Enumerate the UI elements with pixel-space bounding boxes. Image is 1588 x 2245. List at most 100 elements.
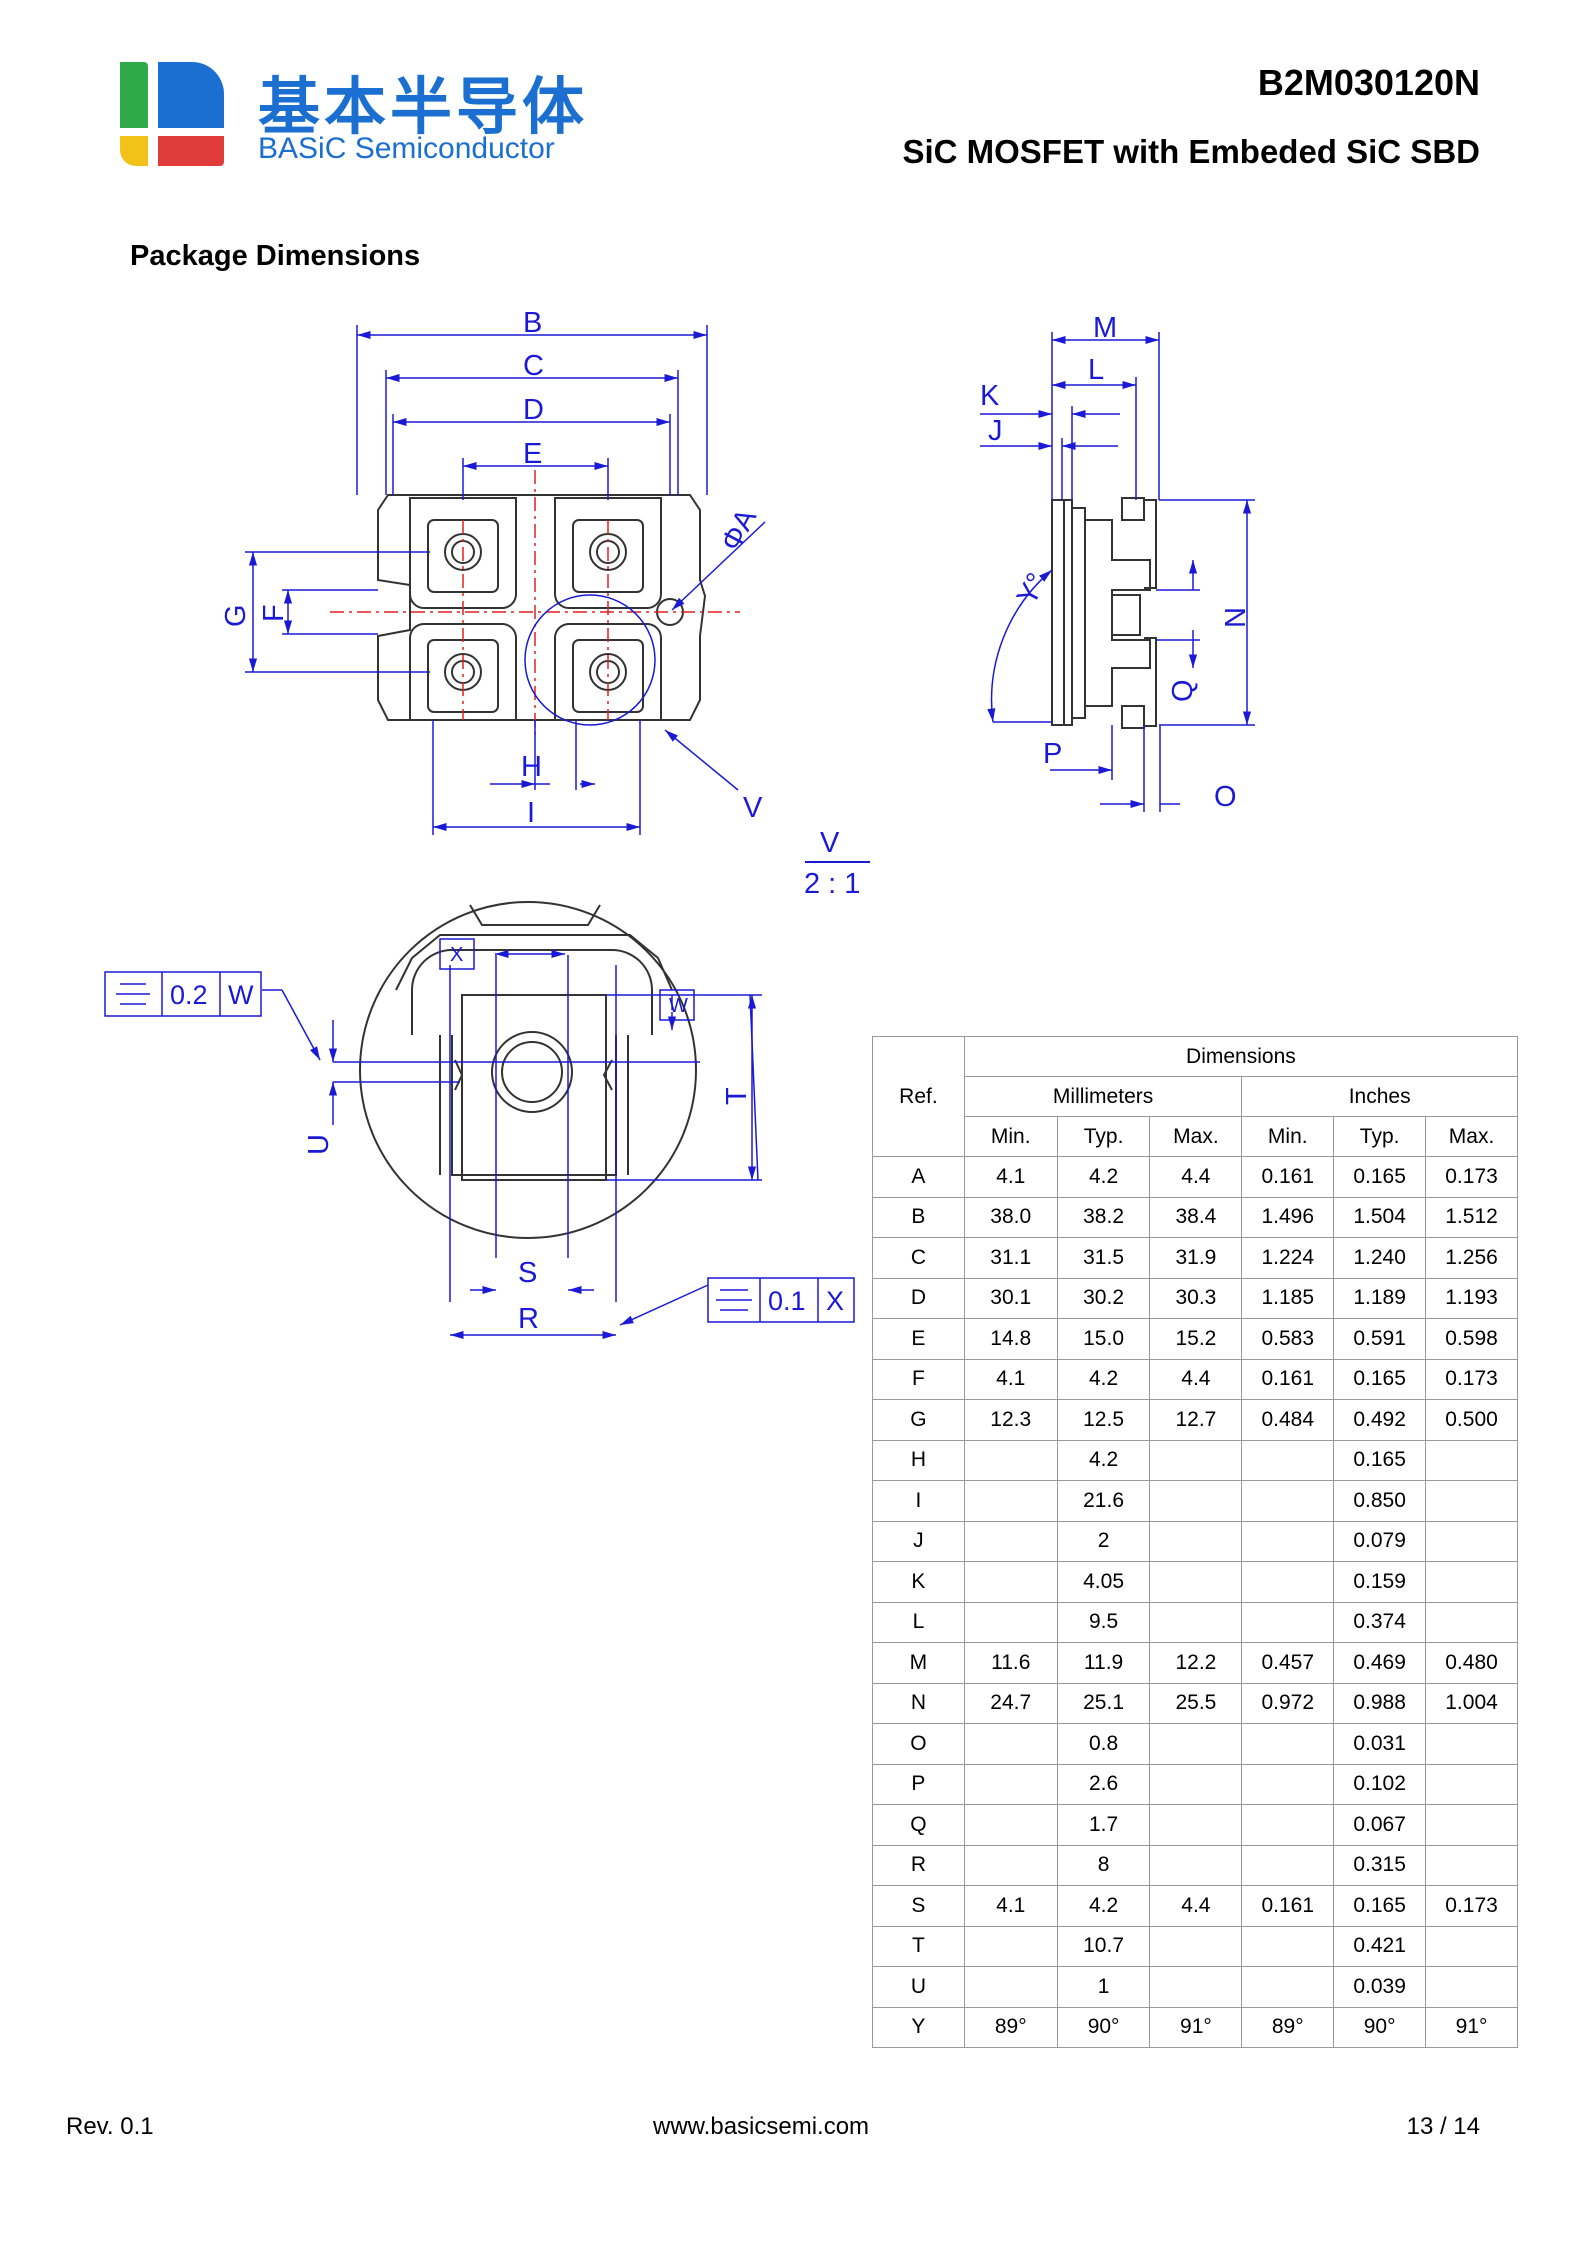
top-view [377, 494, 707, 721]
value-cell: 1.7 [1056, 1804, 1151, 1846]
value-cell: 0.469 [1333, 1642, 1427, 1684]
company-logo-mark [120, 62, 224, 166]
value-cell [1149, 1925, 1243, 1967]
value-cell: 12.3 [963, 1399, 1058, 1441]
ref-cell: D [872, 1277, 965, 1319]
value-cell: 1.496 [1241, 1196, 1335, 1238]
value-cell: 0.500 [1425, 1399, 1518, 1441]
sub-header-cell: Max. [1149, 1116, 1243, 1157]
value-cell: 31.1 [963, 1237, 1058, 1279]
value-cell: 30.2 [1056, 1277, 1151, 1319]
datum-w-mark: W [669, 995, 688, 1017]
value-cell [963, 1966, 1058, 2008]
value-cell [1149, 1723, 1243, 1765]
value-cell: 1.004 [1425, 1682, 1518, 1724]
value-cell: 31.9 [1149, 1237, 1243, 1279]
value-cell [1149, 1844, 1243, 1886]
sub-header-cell: Max. [1425, 1116, 1518, 1157]
value-cell: 0.850 [1333, 1480, 1427, 1522]
dim-label-b: B [523, 307, 542, 339]
value-cell: 4.2 [1056, 1358, 1151, 1400]
value-cell: 1.185 [1241, 1277, 1335, 1319]
tolerance-1-datum: W [228, 980, 254, 1010]
value-cell: 0.161 [1241, 1358, 1335, 1400]
value-cell: 0.374 [1333, 1601, 1427, 1643]
value-cell: 0.315 [1333, 1844, 1427, 1886]
value-cell: 0.598 [1425, 1318, 1518, 1360]
dim-label-g: G [220, 604, 252, 627]
value-cell: 0.421 [1333, 1925, 1427, 1967]
value-cell: 0.972 [1241, 1682, 1335, 1724]
ref-cell: Q [872, 1804, 965, 1846]
dim-label-h: H [521, 751, 542, 783]
value-cell [1149, 1601, 1243, 1643]
ref-cell: N [872, 1682, 965, 1724]
dim-label-k: K [980, 380, 1000, 412]
value-cell [1425, 1601, 1518, 1643]
tolerance-2-value: 0.1 [768, 1286, 806, 1316]
tolerance-2-datum: X [826, 1286, 844, 1316]
value-cell: 0.031 [1333, 1723, 1427, 1765]
value-cell: 0.161 [1241, 1885, 1335, 1927]
dim-label-q: Q [1167, 679, 1199, 702]
value-cell [1241, 1763, 1335, 1805]
value-cell: 1.224 [1241, 1237, 1335, 1279]
ref-cell: Y [872, 2006, 965, 2048]
value-cell: 0.159 [1333, 1561, 1427, 1603]
value-cell: 30.1 [963, 1277, 1058, 1319]
dim-label-m: M [1093, 312, 1117, 344]
value-cell: 90° [1056, 2006, 1151, 2048]
value-cell [1149, 1561, 1243, 1603]
value-cell: 4.1 [963, 1885, 1058, 1927]
dim-label-v: V [743, 792, 763, 824]
value-cell: 1.504 [1333, 1196, 1427, 1238]
value-cell [963, 1520, 1058, 1562]
value-cell [1241, 1561, 1335, 1603]
value-cell [963, 1480, 1058, 1522]
package-drawing: B C D E G F H I V ΦA V 2 : 1 [104, 307, 1255, 1340]
company-name-en: BASiC Semiconductor [258, 132, 555, 165]
value-cell: 4.4 [1149, 1885, 1243, 1927]
sub-header-cell: Typ. [1056, 1116, 1151, 1157]
value-cell [1241, 1844, 1335, 1886]
value-cell [963, 1439, 1058, 1481]
value-cell [1425, 1966, 1518, 2008]
value-cell: 8 [1056, 1844, 1151, 1886]
value-cell: 1.256 [1425, 1237, 1518, 1279]
dim-label-s: S [518, 1257, 537, 1289]
website-link[interactable]: www.basicsemi.com [653, 2113, 870, 2140]
ref-cell: J [872, 1520, 965, 1562]
ref-cell: A [872, 1156, 965, 1198]
ref-cell: K [872, 1561, 965, 1603]
value-cell [1241, 1520, 1335, 1562]
value-cell [963, 1763, 1058, 1805]
ref-cell: U [872, 1966, 965, 2008]
value-cell: 10.7 [1056, 1925, 1151, 1967]
datum-x-mark: X [450, 944, 463, 966]
value-cell: 25.1 [1056, 1682, 1151, 1724]
value-cell: 0.039 [1333, 1966, 1427, 2008]
value-cell [1425, 1925, 1518, 1967]
dimensions-table: Ref. Dimensions Millimeters Inches Min.T… [872, 1036, 1519, 2048]
dim-label-e: E [523, 438, 542, 470]
ref-cell: S [872, 1885, 965, 1927]
value-cell [1149, 1439, 1243, 1481]
ref-cell: I [872, 1480, 965, 1522]
value-cell [1241, 1480, 1335, 1522]
value-cell: 4.4 [1149, 1358, 1243, 1400]
detail-view [359, 901, 697, 1239]
ref-cell: L [872, 1601, 965, 1643]
revision-label: Rev. 0.1 [66, 2113, 154, 2140]
value-cell: 15.0 [1056, 1318, 1151, 1360]
value-cell [1425, 1561, 1518, 1603]
